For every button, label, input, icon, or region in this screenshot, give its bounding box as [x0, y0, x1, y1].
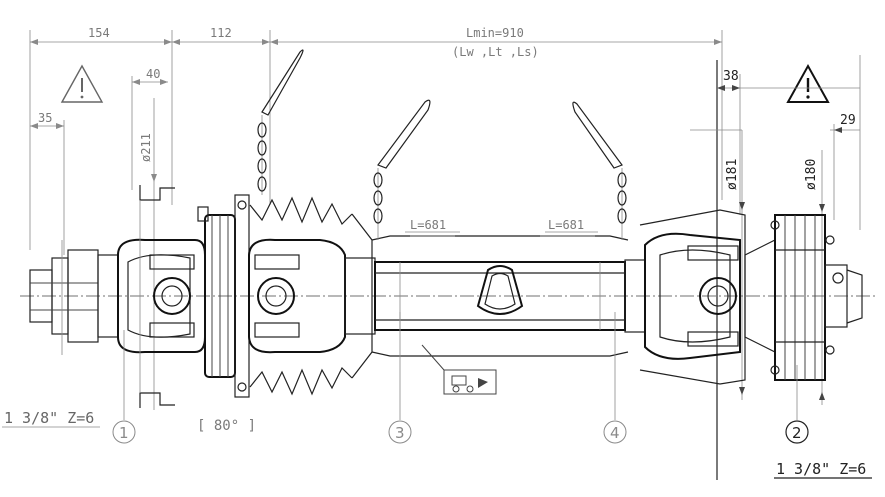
dim-40-lines — [131, 76, 168, 190]
dim-681-right: L=681 — [548, 218, 584, 232]
dim-112: 112 — [210, 26, 232, 40]
guard-tube — [371, 235, 629, 357]
right-yoke — [624, 209, 746, 385]
dim-38-lines — [716, 55, 861, 480]
dim-35-lines — [30, 120, 65, 255]
dim-181: ø181 — [725, 159, 740, 190]
dim-lmin: Lmin=910 — [466, 26, 524, 40]
dim-38: 38 — [723, 69, 739, 84]
callout-4: 4 — [603, 420, 627, 444]
top-dimensions — [29, 30, 723, 250]
dim-180: ø180 — [804, 159, 819, 190]
left-shaft — [29, 240, 99, 355]
dim-35: 35 — [38, 111, 52, 125]
dim-211-lines — [151, 98, 157, 410]
tractor-icon — [421, 344, 497, 395]
svg-text:1: 1 — [119, 424, 129, 442]
svg-text:3: 3 — [395, 424, 405, 442]
safety-chain — [572, 101, 627, 240]
warning-triangle-icon — [786, 63, 830, 103]
svg-text:2: 2 — [792, 424, 802, 442]
callout-3: 3 — [388, 420, 412, 444]
dim-681-left: L=681 — [410, 218, 446, 232]
dim-29-lines — [830, 124, 860, 220]
callout-leaders — [123, 312, 798, 420]
callout-2: 2 — [785, 420, 809, 444]
safety-chain — [257, 49, 304, 195]
friction-clutch — [744, 214, 863, 381]
left-bracket — [139, 185, 175, 408]
dim-lmin-sub: (Lw ,Lt ,Ls) — [452, 45, 539, 59]
svg-text:4: 4 — [610, 424, 620, 442]
dim-154: 154 — [88, 26, 110, 40]
warning-triangle-icon — [60, 64, 104, 103]
angle-80-label: [ 80° ] — [197, 418, 256, 434]
dim-181-lines — [690, 129, 745, 400]
safety-chain — [373, 99, 431, 240]
dim-211: ø211 — [139, 133, 153, 162]
dim-40: 40 — [146, 67, 160, 81]
dim-180-lines — [819, 150, 825, 405]
dim-29: 29 — [840, 113, 856, 128]
callout-1: 1 — [112, 420, 136, 444]
right-shaft-spec: 1 3/8" Z=6 — [776, 460, 866, 478]
bellows — [249, 196, 373, 396]
left-shaft-spec: 1 3/8" Z=6 — [4, 409, 94, 427]
